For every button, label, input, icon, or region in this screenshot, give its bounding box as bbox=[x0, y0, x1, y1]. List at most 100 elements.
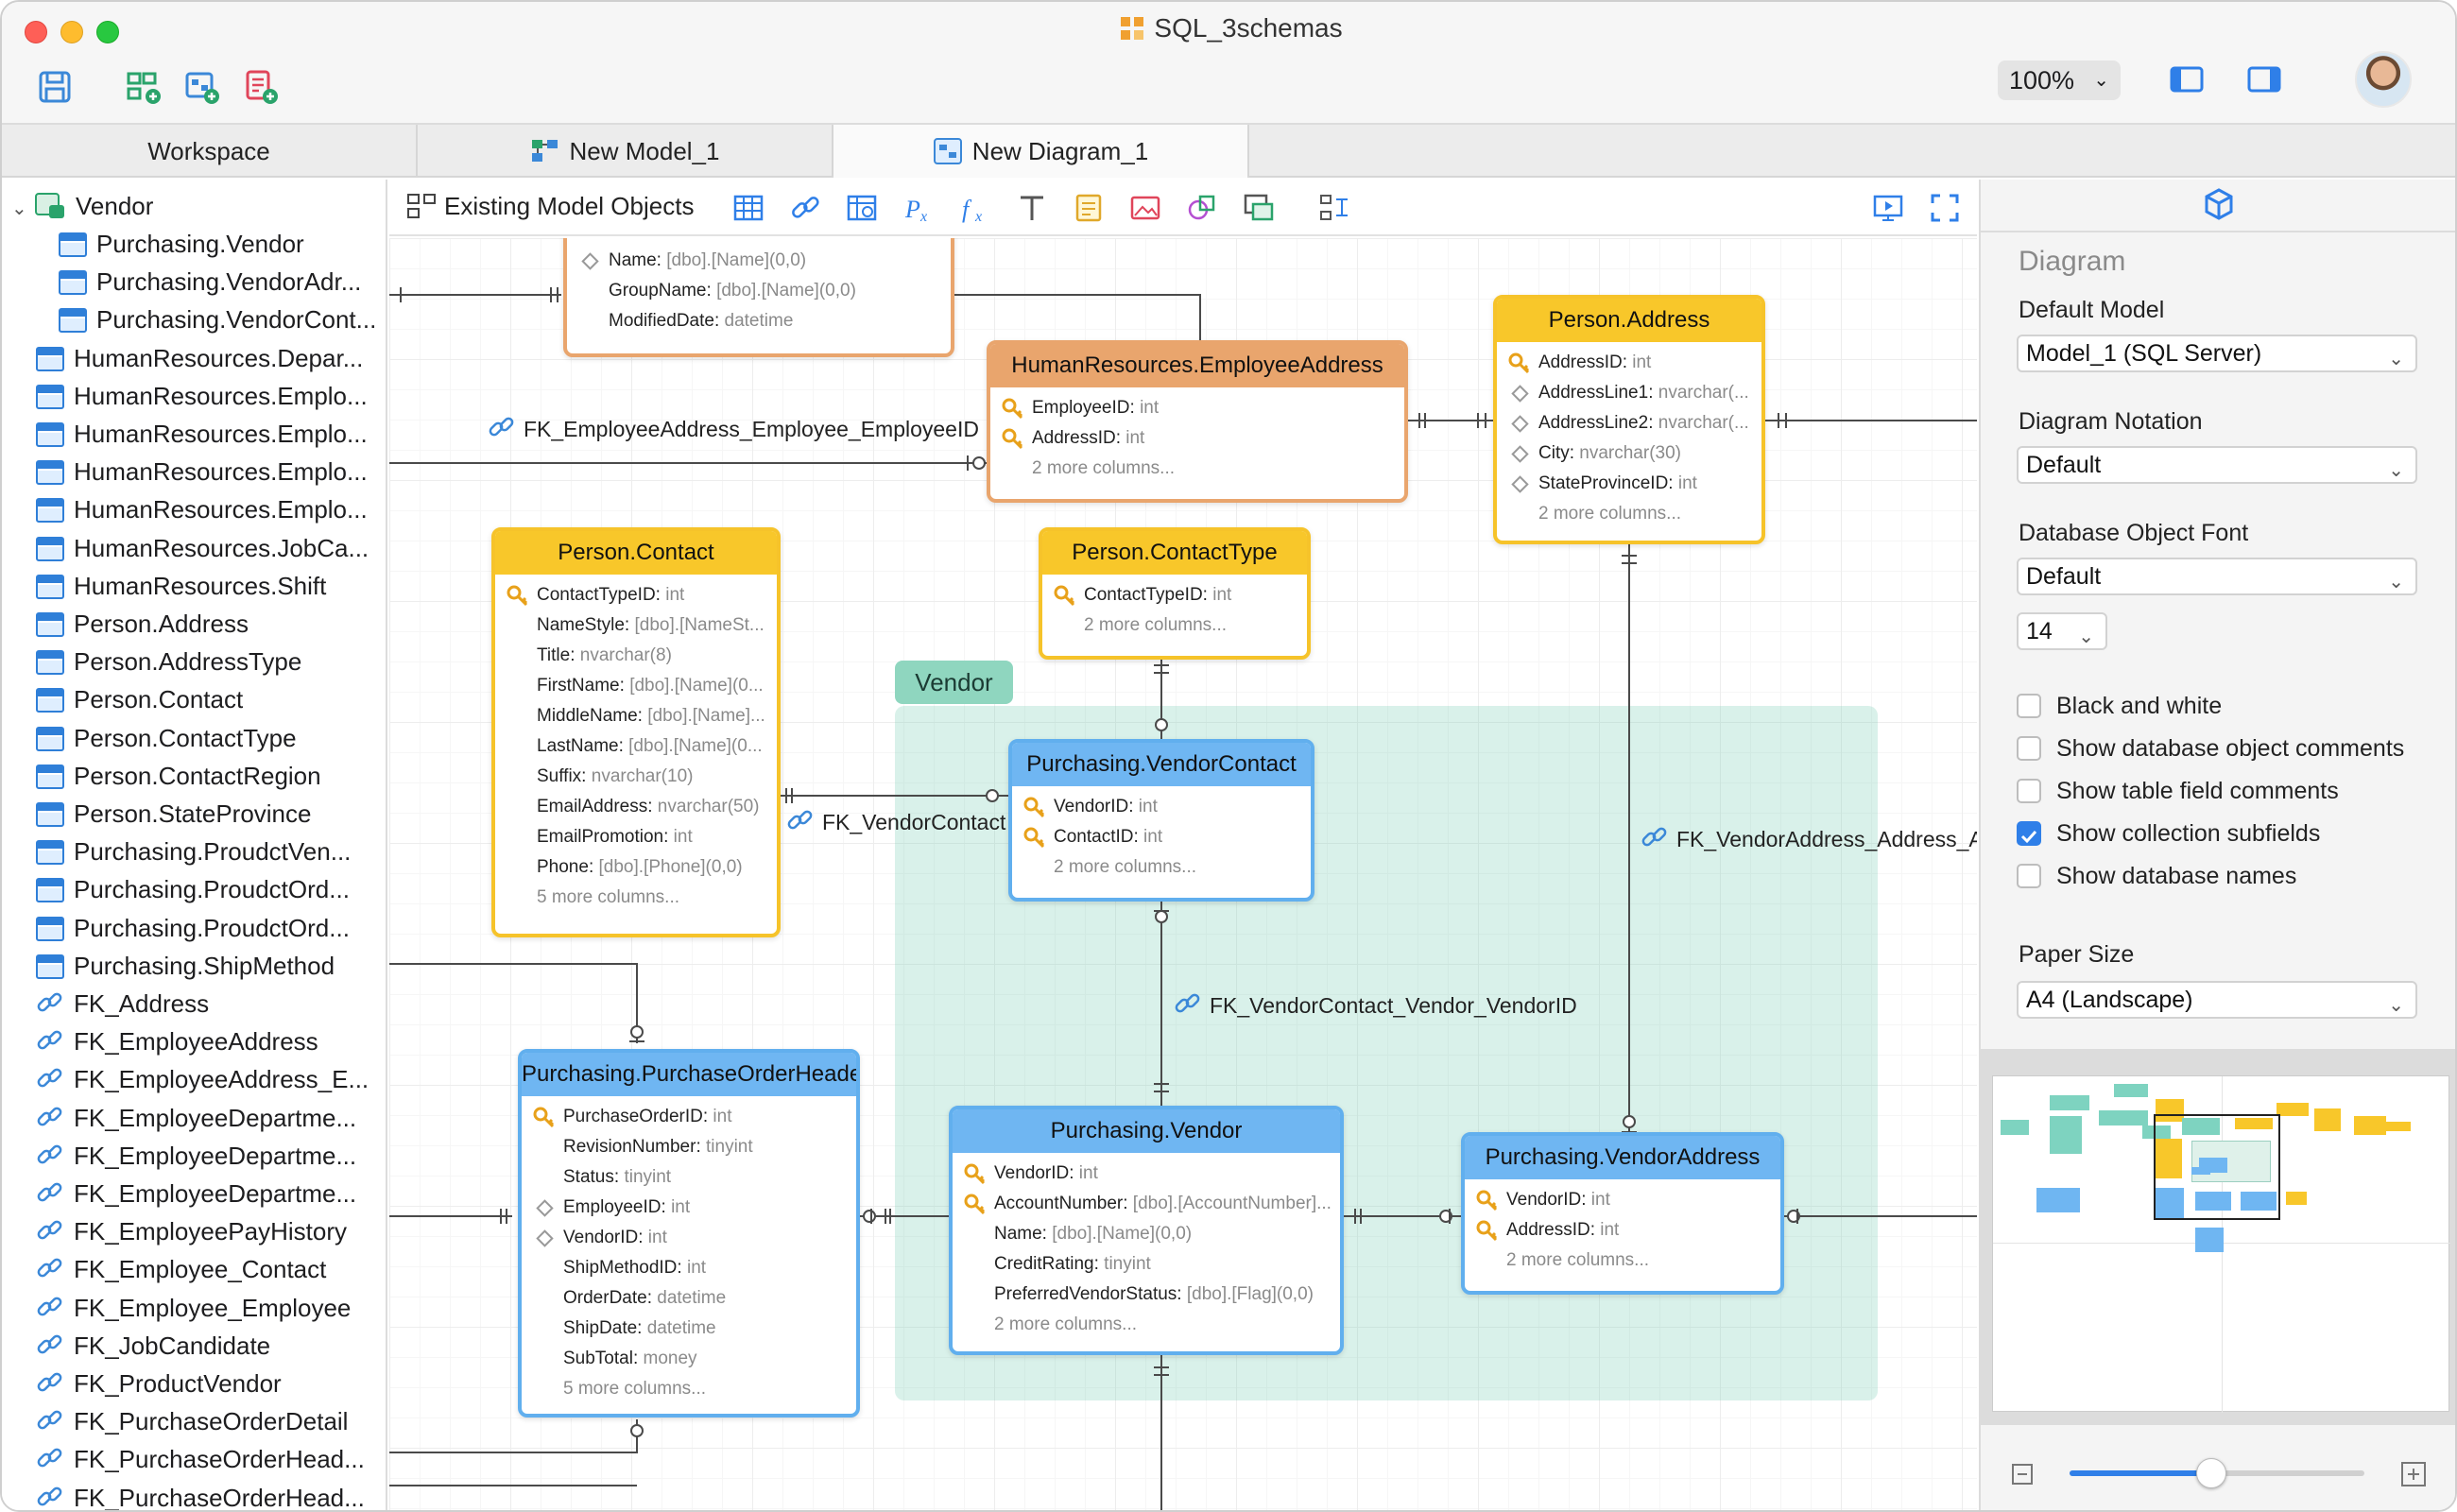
tree-item-table[interactable]: HumanResources.Emplo... bbox=[36, 377, 385, 415]
tree-item-table[interactable]: Person.Contact bbox=[36, 680, 385, 718]
tree-item-table[interactable]: Person.ContactRegion bbox=[36, 757, 385, 795]
new-report-icon[interactable] bbox=[242, 68, 280, 106]
fk-label-vendor-address[interactable]: FK_VendorAddress_Address_Ad bbox=[1641, 824, 1977, 852]
tree-item-table[interactable]: HumanResources.Emplo... bbox=[36, 415, 385, 453]
checkbox-option[interactable]: Show collection subfields bbox=[2017, 817, 2320, 850]
entity-field[interactable]: ShipMethodID: int bbox=[531, 1253, 847, 1283]
zoom-out-icon[interactable] bbox=[2009, 1461, 2036, 1487]
tree-item-relationship[interactable]: FK_Employee_Employee bbox=[36, 1289, 385, 1327]
tree-item-relationship[interactable]: FK_EmployeeAddress_E... bbox=[36, 1060, 385, 1098]
layer-tool-icon[interactable] bbox=[1242, 191, 1276, 225]
notation-select[interactable]: Default⌄ bbox=[2017, 446, 2417, 484]
tab-new-model[interactable]: New Model_1 bbox=[418, 125, 833, 178]
toggle-right-panel-icon[interactable] bbox=[2245, 60, 2283, 98]
font-select[interactable]: Default⌄ bbox=[2017, 558, 2417, 595]
tab-workspace[interactable]: Workspace bbox=[2, 125, 418, 178]
tree-item-table[interactable]: Person.StateProvince bbox=[36, 795, 385, 833]
entity-field[interactable]: CreditRating: tinyint bbox=[962, 1249, 1331, 1280]
entity-field[interactable]: Status: tinyint bbox=[531, 1162, 847, 1193]
tree-item-table[interactable]: Purchasing.ProudctOrd... bbox=[36, 909, 385, 947]
entity-field[interactable]: AddressID: int bbox=[1000, 423, 1395, 454]
tree-item-table[interactable]: Purchasing.VendorAdr... bbox=[59, 263, 385, 301]
checkbox[interactable] bbox=[2017, 864, 2041, 888]
tree-item-table[interactable]: Person.Address bbox=[36, 605, 385, 643]
table-tool-icon[interactable] bbox=[731, 191, 765, 225]
paper-size-select[interactable]: A4 (Landscape)⌄ bbox=[2017, 981, 2417, 1019]
entity-field[interactable]: VendorID: int bbox=[1022, 792, 1301, 822]
entity-field[interactable]: MiddleName: [dbo].[Name]... bbox=[505, 701, 767, 731]
tree-item-table[interactable]: Purchasing.Vendor bbox=[59, 225, 385, 263]
checkbox[interactable] bbox=[2017, 736, 2041, 761]
more-columns[interactable]: 2 more columns... bbox=[1084, 615, 1227, 635]
checkbox[interactable] bbox=[2017, 821, 2041, 846]
entity-field[interactable]: AddressLine2: nvarchar(... bbox=[1506, 408, 1752, 438]
entity-field[interactable]: RevisionNumber: tinyint bbox=[531, 1132, 847, 1162]
save-icon[interactable] bbox=[36, 68, 74, 106]
entity-field[interactable]: City: nvarchar(30) bbox=[1506, 438, 1752, 469]
fullscreen-icon[interactable] bbox=[1928, 191, 1962, 225]
tree-item-table[interactable]: Purchasing.ProudctVen... bbox=[36, 833, 385, 870]
entity-field[interactable]: ContactTypeID: int bbox=[505, 580, 767, 610]
entity-field[interactable]: PurchaseOrderID: int bbox=[531, 1102, 847, 1132]
entity-field[interactable]: AddressID: int bbox=[1506, 348, 1752, 378]
diagram-minimap[interactable] bbox=[1992, 1075, 2450, 1413]
zoom-slider[interactable] bbox=[2070, 1458, 2364, 1488]
checkbox-option[interactable]: Show database object comments bbox=[2017, 732, 2404, 765]
tree-item-relationship[interactable]: FK_EmployeeDepartme... bbox=[36, 1175, 385, 1212]
entity-top-partial[interactable]: Name: [dbo].[Name](0,0) GroupName: [dbo]… bbox=[563, 238, 954, 357]
tab-new-diagram[interactable]: New Diagram_1 bbox=[833, 125, 1249, 178]
entity-field[interactable]: ShipDate: datetime bbox=[531, 1314, 847, 1344]
tree-item-relationship[interactable]: FK_Address bbox=[36, 985, 385, 1022]
vendor-group-label[interactable]: Vendor bbox=[895, 661, 1013, 704]
tree-item-relationship[interactable]: FK_EmployeeAddress bbox=[36, 1022, 385, 1060]
close-window-button[interactable] bbox=[25, 21, 47, 43]
checkbox-option[interactable]: Show table field comments bbox=[2017, 775, 2339, 807]
entity-field[interactable]: EmployeeID: int bbox=[1000, 393, 1395, 423]
tree-item-table[interactable]: Person.ContactType bbox=[36, 719, 385, 757]
tree-item-table[interactable]: HumanResources.Depar... bbox=[36, 339, 385, 377]
diagram-canvas[interactable]: Vendor bbox=[389, 238, 1977, 1510]
default-model-select[interactable]: Model_1 (SQL Server)⌄ bbox=[2017, 335, 2417, 372]
tree-item-relationship[interactable]: FK_Employee_Contact bbox=[36, 1250, 385, 1288]
relationship-tool-icon[interactable] bbox=[788, 191, 822, 225]
tree-item-relationship[interactable]: FK_EmployeeDepartme... bbox=[36, 1137, 385, 1175]
tree-item-relationship[interactable]: FK_PurchaseOrderDetail bbox=[36, 1402, 385, 1440]
zoom-window-button[interactable] bbox=[96, 21, 119, 43]
new-model-icon[interactable] bbox=[125, 68, 163, 106]
minimap-viewport[interactable] bbox=[2154, 1114, 2280, 1220]
tree-item-relationship[interactable]: FK_EmployeePayHistory bbox=[36, 1212, 385, 1250]
more-columns[interactable]: 2 more columns... bbox=[1054, 857, 1196, 877]
entity-field[interactable]: EmailAddress: nvarchar(50) bbox=[505, 792, 767, 822]
entity-field[interactable]: StateProvinceID: int bbox=[1506, 469, 1752, 499]
entity-field[interactable]: Phone: [dbo].[Phone](0,0) bbox=[505, 852, 767, 883]
entity-field[interactable]: NameStyle: [dbo].[NameSt... bbox=[505, 610, 767, 641]
font-size-select[interactable]: 14⌄ bbox=[2017, 612, 2107, 650]
tree-item-relationship[interactable]: FK_PurchaseOrderHead... bbox=[36, 1479, 385, 1510]
more-columns[interactable]: 2 more columns... bbox=[1538, 504, 1681, 524]
tree-item-relationship[interactable]: FK_JobCandidate bbox=[36, 1327, 385, 1365]
auto-layout-icon[interactable] bbox=[1317, 191, 1351, 225]
entity-field[interactable]: EmailPromotion: int bbox=[505, 822, 767, 852]
zoom-selector[interactable]: 100%⌄ bbox=[1998, 60, 2121, 100]
fk-label-vendorcontact-vendor[interactable]: FK_VendorContact_Vendor_VendorID bbox=[1174, 990, 1577, 1019]
tree-item-table[interactable]: HumanResources.JobCa... bbox=[36, 529, 385, 567]
tree-item-table[interactable]: HumanResources.Shift bbox=[36, 567, 385, 605]
entity-field[interactable]: ContactID: int bbox=[1022, 822, 1301, 852]
checkbox-option[interactable]: Black and white bbox=[2017, 690, 2222, 722]
entity-field[interactable]: Title: nvarchar(8) bbox=[505, 641, 767, 671]
user-avatar[interactable] bbox=[2355, 51, 2412, 108]
tree-item-table[interactable]: Purchasing.VendorCont... bbox=[59, 301, 385, 338]
checkbox-option[interactable]: Show database names bbox=[2017, 860, 2296, 892]
new-diagram-icon[interactable] bbox=[183, 68, 221, 106]
tree-item-table[interactable]: Purchasing.ProudctOrd... bbox=[36, 870, 385, 908]
entity-field[interactable]: VendorID: int bbox=[531, 1223, 847, 1253]
cube-icon[interactable] bbox=[2200, 185, 2238, 223]
more-columns[interactable]: 5 more columns... bbox=[537, 887, 679, 907]
zoom-in-icon[interactable] bbox=[2398, 1459, 2429, 1489]
entity-field[interactable]: AddressID: int bbox=[1474, 1215, 1771, 1246]
note-tool-icon[interactable] bbox=[1072, 191, 1106, 225]
